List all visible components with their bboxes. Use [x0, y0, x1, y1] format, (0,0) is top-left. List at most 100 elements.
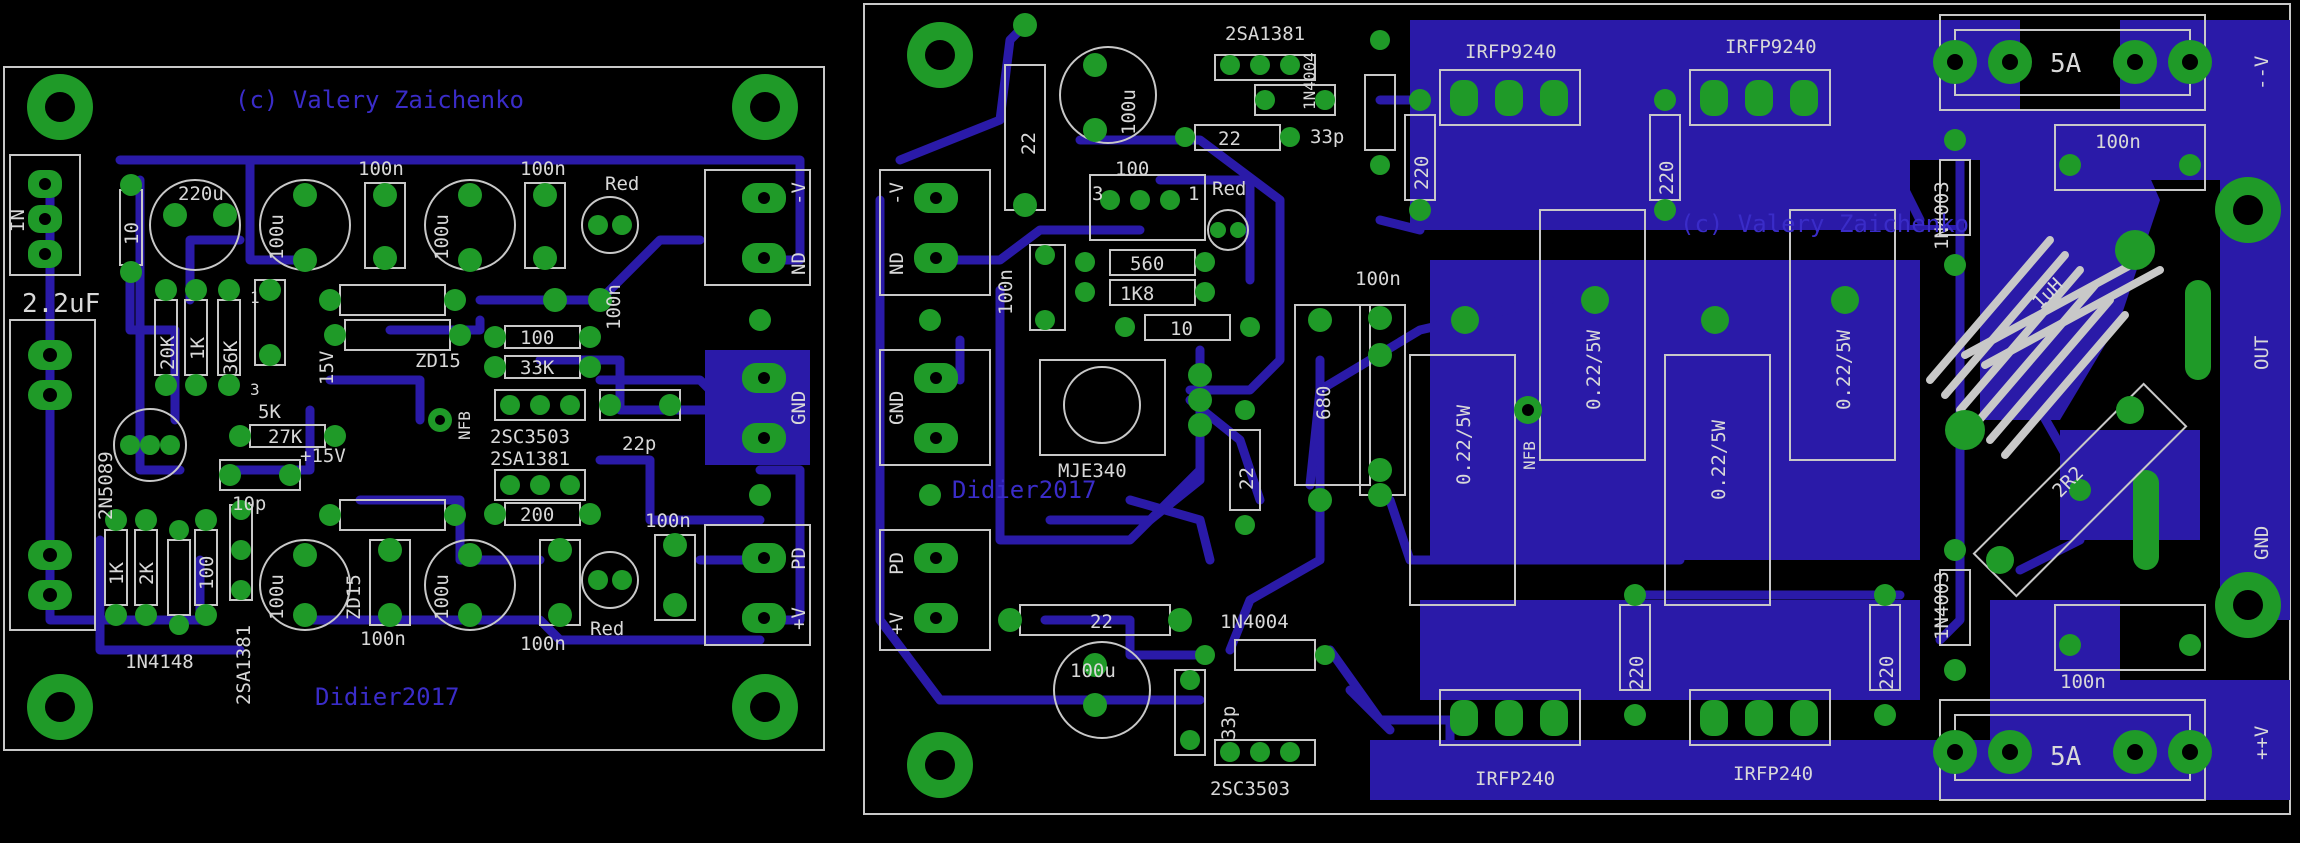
mosfets: IRFP9240 IRFP9240 IRFP240 IRFP240 220 22… [1404, 36, 1901, 790]
svg-text:15V: 15V [316, 351, 338, 385]
svg-text:0.22/5W: 0.22/5W [1708, 419, 1730, 500]
svg-text:NFB: NFB [1520, 441, 1539, 470]
svg-text:1N4148: 1N4148 [125, 651, 194, 673]
svg-text:22: 22 [1236, 467, 1258, 490]
svg-text:IRFP9240: IRFP9240 [1465, 41, 1557, 63]
svg-text:100: 100 [1115, 158, 1149, 180]
svg-text:100: 100 [196, 556, 218, 590]
right-mounting-holes [907, 22, 2281, 798]
svg-text:--V: --V [2251, 56, 2273, 90]
svg-text:ZD15: ZD15 [415, 350, 461, 372]
svg-text:100u: 100u [1118, 89, 1140, 135]
svg-text:2SA1381: 2SA1381 [1225, 23, 1305, 45]
svg-text:+V: +V [886, 612, 908, 635]
svg-text:100u: 100u [431, 214, 453, 260]
svg-text:220: 220 [1626, 656, 1648, 690]
svg-text:36K: 36K [220, 340, 242, 375]
svg-text:1: 1 [1188, 183, 1199, 205]
svg-text:Red: Red [1212, 178, 1246, 200]
left-mounting-holes [27, 74, 798, 740]
input-terminal: IN [7, 154, 81, 276]
svg-text:100u: 100u [266, 214, 288, 260]
svg-text:Red: Red [590, 618, 624, 640]
left-electrolytics: 220u 100u 100u 100u 100u [149, 179, 516, 631]
svg-text:100n: 100n [2060, 671, 2106, 693]
driver-section: 22 100u 2SA1381 1N4004 22 33p 3 1 100 Re… [995, 13, 1406, 800]
svg-text:1N4003: 1N4003 [1931, 181, 1953, 250]
svg-text:2SA1381: 2SA1381 [490, 448, 570, 470]
svg-text:1N4004: 1N4004 [1220, 611, 1289, 633]
svg-text:100: 100 [520, 327, 554, 349]
svg-text:-V: -V [886, 182, 908, 205]
svg-text:0.22/5W: 0.22/5W [1583, 329, 1605, 410]
svg-text:20K: 20K [157, 335, 179, 370]
svg-text:1N4004: 1N4004 [1300, 52, 1319, 110]
svg-text:100n: 100n [520, 158, 566, 180]
svg-text:22: 22 [1218, 128, 1241, 150]
svg-text:1K: 1K [187, 337, 209, 360]
svg-text:100u: 100u [1070, 660, 1116, 682]
svg-text:GND: GND [886, 391, 908, 425]
input-label: IN [7, 209, 29, 232]
right-copper-pours [1370, 20, 2290, 800]
svg-text:100n: 100n [358, 158, 404, 180]
left-connectors: -V ND GND PD +V [704, 169, 811, 646]
input-cap: 2.2uF [9, 289, 100, 631]
svg-text:680: 680 [1313, 386, 1335, 420]
svg-text:100n: 100n [995, 269, 1017, 315]
svg-text:220: 220 [1876, 656, 1898, 690]
svg-text:5K: 5K [258, 401, 281, 423]
svg-text:2N5089: 2N5089 [95, 451, 117, 520]
svg-text:1K8: 1K8 [1120, 283, 1154, 305]
svg-text:10: 10 [121, 222, 143, 245]
svg-text:33p: 33p [1310, 126, 1344, 148]
svg-text:2SC3503: 2SC3503 [1210, 778, 1290, 800]
svg-text:22: 22 [1090, 611, 1113, 633]
svg-text:ZD15: ZD15 [343, 574, 365, 620]
right-left-connectors: -V ND GND PD +V [879, 169, 991, 651]
svg-text:220: 220 [1411, 156, 1433, 190]
power-resistors: 0.22/5W 0.22/5W 0.22/5W 0.22/5W NFB [1409, 209, 1896, 606]
svg-text:100n: 100n [645, 510, 691, 532]
left-small-caps: 10p 22p [219, 389, 681, 515]
left-semiconductors: ZD15 ZD15 2SC3503 2SA1381 2SA1381 1N4148… [95, 279, 586, 705]
inductor-coil [1926, 236, 2164, 459]
svg-text:33K: 33K [520, 357, 555, 379]
svg-text:ND: ND [788, 252, 810, 275]
svg-text:3: 3 [250, 380, 260, 399]
svg-text:+V: +V [788, 607, 810, 630]
svg-text:PD: PD [886, 552, 908, 575]
left-leds: Red Red [581, 173, 639, 640]
svg-text:MJE340: MJE340 [1058, 460, 1127, 482]
svg-text:100u: 100u [266, 574, 288, 620]
svg-text:0.22/5W: 0.22/5W [1453, 404, 1475, 485]
nfb-label: NFB [455, 411, 474, 440]
output-section: 5A 5A --V OUT GND ++V 100n 100n 1N4003 [1926, 14, 2273, 801]
svg-text:++V: ++V [2251, 726, 2273, 760]
svg-text:2SA1381: 2SA1381 [233, 625, 255, 705]
svg-text:OUT: OUT [2251, 336, 2273, 370]
svg-text:22p: 22p [622, 433, 656, 455]
svg-text:22: 22 [1018, 132, 1040, 155]
svg-text:100n: 100n [1355, 268, 1401, 290]
svg-text:3: 3 [1092, 183, 1103, 205]
svg-text:220: 220 [1656, 161, 1678, 195]
left-board: IN 2.2uF 220u 100u 100u 100u [3, 66, 825, 751]
svg-text:GND: GND [2251, 526, 2273, 560]
svg-text:560: 560 [1130, 253, 1164, 275]
svg-text:100n: 100n [520, 633, 566, 655]
svg-text:100u: 100u [431, 574, 453, 620]
svg-text:200: 200 [520, 504, 554, 526]
svg-text:10p: 10p [232, 493, 266, 515]
right-credit: (c) Valery Zaichenko [1680, 210, 1969, 238]
svg-text:100n: 100n [603, 284, 625, 330]
svg-text:1N4003: 1N4003 [1931, 571, 1953, 640]
svg-text:0.22/5W: 0.22/5W [1833, 329, 1855, 410]
svg-text:100n: 100n [2095, 131, 2141, 153]
right-signature: Didier2017 [952, 476, 1097, 504]
left-board-outline [3, 66, 825, 751]
svg-text:2K: 2K [136, 562, 158, 585]
svg-text:1: 1 [250, 288, 260, 307]
svg-text:2SC3503: 2SC3503 [490, 426, 570, 448]
